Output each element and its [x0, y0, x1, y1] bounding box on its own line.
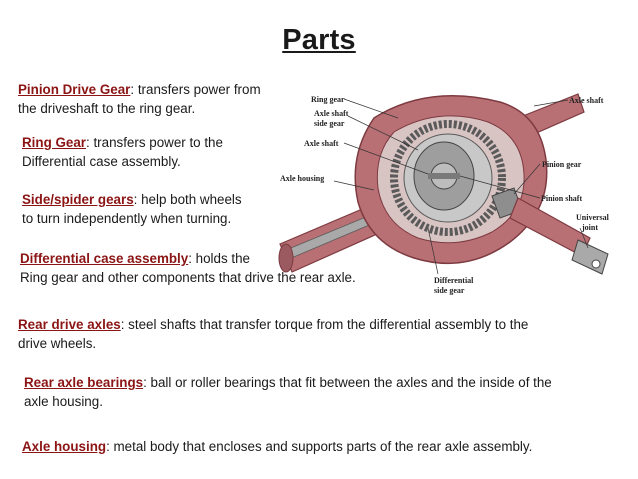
label-axle-shaft-side-gear-2: side gear	[314, 119, 345, 128]
ring-gear-shape	[390, 120, 506, 236]
term-description: : metal body that encloses and supports …	[106, 439, 533, 454]
term-label: Pinion Drive Gear	[18, 82, 131, 97]
term-label: Side/spider gears	[22, 192, 134, 207]
item-pinion-drive-gear: Pinion Drive Gear: transfers power from …	[18, 80, 261, 118]
page-title: Parts	[282, 24, 356, 56]
label-axle-shaft-left: Axle shaft	[304, 139, 339, 148]
differential-diagram: Ring gear Axle shaft side gear Axle shaf…	[278, 78, 616, 300]
item-side-spider-gears: Side/spider gears: help both wheels to t…	[22, 190, 242, 228]
item-rear-axle-bearings: Rear axle bearings: ball or roller beari…	[24, 373, 552, 411]
universal-joint-bolt	[591, 259, 601, 269]
pinion-shaft-shape	[428, 173, 460, 179]
label-ring-gear: Ring gear	[311, 95, 345, 104]
axle-tube-end	[278, 243, 294, 273]
label-pinion-shaft: Pinion shaft	[541, 194, 582, 203]
term-label: Differential case assembly	[20, 251, 189, 266]
term-description: : transfers power to the	[86, 135, 223, 150]
term-description-cont: drive wheels.	[18, 336, 97, 351]
term-label: Rear drive axles	[18, 317, 121, 332]
item-differential-case-assembly: Differential case assembly: holds the Ri…	[20, 249, 356, 287]
label-axle-shaft-side-gear: Axle shaft	[314, 109, 349, 118]
term-description-cont: Ring gear and other components that driv…	[20, 270, 356, 285]
label-axle-housing: Axle housing	[280, 174, 324, 183]
label-universal-joint: joint	[581, 223, 598, 232]
term-label: Ring Gear	[22, 135, 86, 150]
item-rear-drive-axles: Rear drive axles: steel shafts that tran…	[18, 315, 528, 353]
term-description-cont: the driveshaft to the ring gear.	[18, 101, 196, 116]
item-axle-housing: Axle housing: metal body that encloses a…	[22, 437, 532, 456]
label-pinion-gear: Pinion gear	[542, 160, 582, 169]
term-description: : holds the	[188, 251, 251, 266]
term-description-cont: to turn independently when turning.	[22, 211, 232, 226]
term-description: : transfers power from	[130, 82, 261, 97]
term-description: : ball or roller bearings that fit betwe…	[143, 375, 552, 390]
label-universal: Universal	[576, 213, 610, 222]
label-differential-side-gear: Differential	[434, 276, 474, 285]
term-label: Axle housing	[22, 439, 107, 454]
differential-illustration: Ring gear Axle shaft side gear Axle shaf…	[278, 93, 610, 295]
item-ring-gear: Ring Gear: transfers power to the Differ…	[22, 133, 223, 171]
term-description: : steel shafts that transfer torque from…	[120, 317, 529, 332]
label-differential-side-gear-2: side gear	[434, 286, 465, 295]
term-description-cont: Differential case assembly.	[22, 154, 181, 169]
label-axle-shaft-top: Axle shaft	[569, 96, 604, 105]
term-description-cont: axle housing.	[24, 394, 103, 409]
leader-lines	[333, 98, 589, 275]
universal-joint-shape	[571, 239, 609, 275]
term-description: : help both wheels	[133, 192, 242, 207]
term-label: Rear axle bearings	[24, 375, 144, 390]
